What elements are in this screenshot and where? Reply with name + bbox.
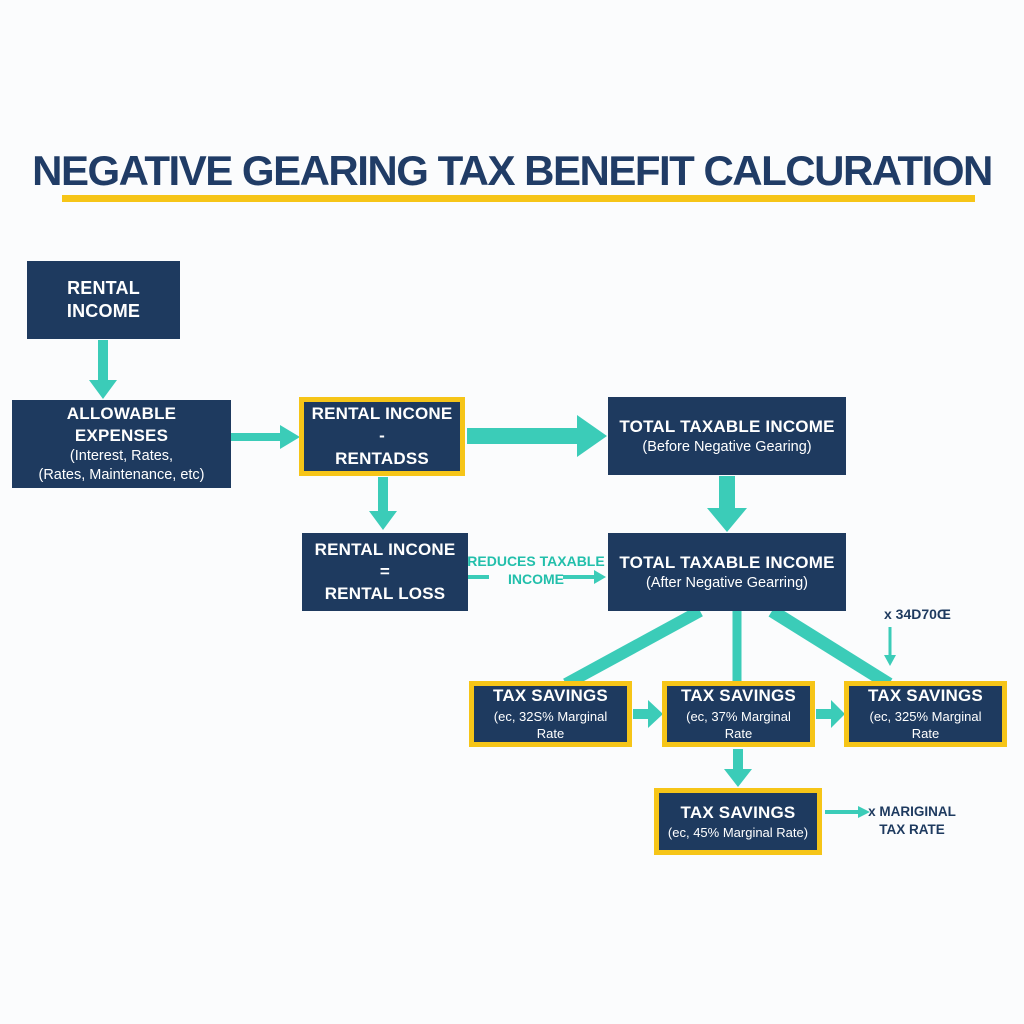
arrow-multiplier-to-savings3 [884,627,896,666]
arrow-savings1-to-savings2 [633,700,663,728]
page-title: NEGATIVE GEARING TAX BENEFIT CALCURATION [32,147,993,194]
arrow-savings2-to-savings3 [816,700,845,728]
line-after-to-savings3 [768,605,893,690]
arrow-before-to-after [707,476,747,532]
allowable-expenses-title: ALLOWABLE EXPENSES [66,404,177,446]
arrow-reduces-to-after [563,570,606,584]
marginal-label-line1: x MARIGINAL [868,804,956,819]
rental-income-minus-line2: RENTADSS [335,448,429,468]
tax-savings-4-title: TAX SAVINGS [680,802,796,822]
taxable-before-sub: (Before Negative Gearing) [642,438,812,455]
reduces-taxable-income-label: REDUCES TAXABLE INCOME [466,552,606,588]
allowable-expenses-sub2: (Rates, Maintenance, etc) [38,467,205,484]
line-after-to-savings1 [563,605,703,690]
rental-income-box: RENTAL INCOME [27,261,180,339]
tax-savings-4-box: TAX SAVINGS (ec, 45% Marginal Rate) [654,788,822,855]
taxable-after-sub: (After Negative Gearring) [646,574,808,591]
tax-savings-1-sub: (ec, 32S% Marginal Rate [493,708,608,742]
allowable-expenses-box: ALLOWABLE EXPENSES (Interest, Rates, (Ra… [12,400,231,488]
arrow-savings4-to-marginal [825,806,870,818]
rental-loss-line2: RENTAL LOSS [324,584,446,604]
dash-loss-to-reduces [467,575,489,579]
tax-savings-4-sub: (ec, 45% Marginal Rate) [667,824,809,840]
reduces-label-line2: INCOME [508,571,564,588]
marginal-label-line2: TAX RATE [879,821,945,837]
tax-savings-1-title: TAX SAVINGS [493,686,608,706]
reduces-label-line1: REDUCES TAXABLE [467,553,605,569]
multiplier-note-label: x 34D70Œ [884,606,951,622]
arrow-calculation-to-loss [369,477,397,530]
taxable-before-title: TOTAL TAXABLE INCOME [619,416,835,436]
rental-income-line1: RENTAL [67,277,140,298]
allowable-expenses-sub1: (Interest, Rates, [69,448,174,465]
arrow-savings2-to-savings4 [724,749,752,787]
arrow-rental-to-expenses [89,340,117,399]
rental-income-minus-line1: RENTAL INCONE - [311,404,453,446]
taxable-before-box: TOTAL TAXABLE INCOME (Before Negative Ge… [608,397,846,475]
marginal-tax-rate-label: x MARIGINAL TAX RATE [858,803,966,838]
rental-income-minus-box: RENTAL INCONE - RENTADSS [299,397,465,476]
tax-savings-3-box: TAX SAVINGS (ec, 325% Marginal Rate [844,681,1007,747]
rental-income-line2: INCOME [66,301,141,321]
arrow-calculation-to-before [467,415,607,457]
taxable-after-box: TOTAL TAXABLE INCOME (After Negative Gea… [608,533,846,611]
tax-savings-3-sub: (ec, 325% Marginal Rate [869,708,982,742]
title-underline [62,195,975,202]
rental-loss-box: RENTAL INCONE = RENTAL LOSS [302,533,468,611]
arrow-expenses-to-calculation [231,425,300,449]
tax-savings-2-box: TAX SAVINGS (ec, 37% Marginal Rate [662,681,815,747]
rental-loss-line1: RENTAL INCONE = [314,539,456,581]
taxable-after-title: TOTAL TAXABLE INCOME [619,552,835,572]
tax-savings-1-box: TAX SAVINGS (ec, 32S% Marginal Rate [469,681,632,747]
tax-savings-2-sub: (ec, 37% Marginal Rate [686,708,791,742]
tax-savings-2-title: TAX SAVINGS [681,686,796,706]
tax-savings-3-title: TAX SAVINGS [868,686,983,706]
